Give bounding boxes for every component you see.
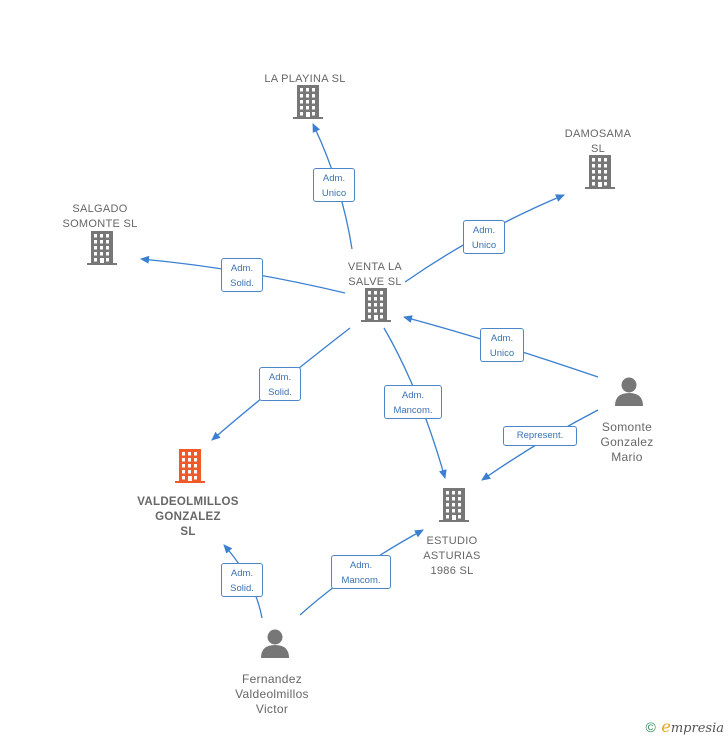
edge-label-venta-to-valdeolmillos[interactable]: Adm. Solid.: [259, 367, 301, 401]
node-label-estudio[interactable]: ESTUDIO ASTURIAS 1986 SL: [423, 535, 481, 577]
node-label-fernandez[interactable]: Fernandez Valdeolmillos Victor: [235, 672, 309, 716]
building-icon[interactable]: [175, 449, 205, 483]
building-icon[interactable]: [87, 231, 117, 265]
edge-label-venta-to-la-playina[interactable]: Adm. Unico: [313, 168, 355, 202]
node-label-salgado[interactable]: SALGADO SOMONTE SL: [62, 203, 138, 230]
building-icon[interactable]: [439, 488, 469, 522]
icons-layer: [87, 85, 643, 658]
node-label-damosama[interactable]: DAMOSAMA SL: [564, 128, 632, 155]
node-label-la-playina[interactable]: LA PLAYINA SL: [264, 73, 346, 85]
edge-label-venta-to-salgado[interactable]: Adm. Solid.: [221, 258, 263, 292]
brand-logo-name: mpresia: [670, 721, 724, 736]
edge-label-fernandez-to-valdeolmillos[interactable]: Adm. Solid.: [221, 563, 263, 597]
person-icon[interactable]: [615, 377, 643, 407]
node-label-valdeolmillos[interactable]: VALDEOLMILLOS GONZALEZ SL: [137, 496, 239, 538]
brand-logo-e: e: [661, 717, 671, 736]
node-label-venta[interactable]: VENTA LA SALVE SL: [347, 261, 403, 288]
building-icon[interactable]: [361, 288, 391, 322]
building-icon[interactable]: [293, 85, 323, 119]
edge-label-somonte-to-estudio[interactable]: Represent.: [503, 426, 577, 446]
edge-label-venta-to-estudio[interactable]: Adm. Mancom.: [384, 385, 442, 419]
copyright-symbol: ©: [645, 719, 656, 735]
edge-label-venta-to-damosama[interactable]: Adm. Unico: [463, 220, 505, 254]
building-icon[interactable]: [585, 155, 615, 189]
person-icon[interactable]: [261, 629, 289, 659]
edges-layer: [140, 123, 599, 619]
edge-label-fernandez-to-estudio[interactable]: Adm. Mancom.: [331, 555, 391, 589]
edge-label-somonte-to-venta[interactable]: Adm. Unico: [480, 328, 524, 362]
footer-brand: © empresia: [645, 717, 724, 736]
node-label-somonte[interactable]: Somonte Gonzalez Mario: [600, 420, 654, 464]
